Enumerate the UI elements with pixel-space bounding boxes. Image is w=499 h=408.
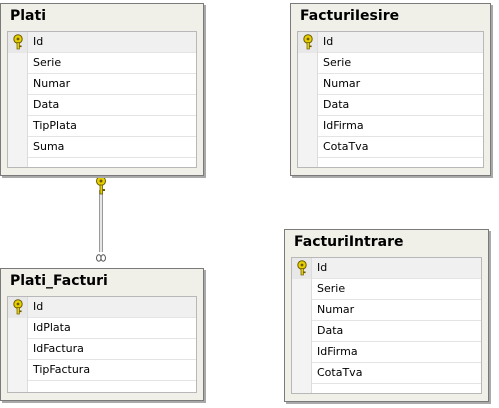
row-selector[interactable] [298, 95, 318, 116]
column-row-numar[interactable]: Numar [8, 74, 196, 95]
column-name: Serie [33, 56, 62, 69]
row-selector[interactable] [298, 53, 318, 74]
column-name: Data [317, 324, 344, 337]
column-row-id[interactable]: Id [298, 32, 483, 53]
row-selector[interactable] [8, 360, 28, 381]
column-row-tipplata[interactable]: TipPlata [8, 116, 196, 137]
column-name: Serie [323, 56, 352, 69]
table-title: Plati_Facturi [10, 273, 108, 289]
row-selector[interactable] [8, 116, 28, 137]
column-name: CotaTva [323, 140, 369, 153]
column-name: Suma [33, 140, 65, 153]
row-selector[interactable] [298, 32, 318, 53]
column-row-serie[interactable]: Serie [8, 53, 196, 74]
row-selector[interactable] [8, 137, 28, 158]
column-row-serie[interactable]: Serie [292, 279, 481, 300]
column-row-numar[interactable]: Numar [298, 74, 483, 95]
table-title: Plati [10, 8, 46, 24]
column-name: Id [33, 300, 44, 313]
column-name: CotaTva [317, 366, 363, 379]
primary-key-icon [301, 34, 315, 50]
primary-key-icon [295, 260, 309, 276]
row-selector[interactable] [292, 363, 312, 384]
many-end-infinity-icon [96, 254, 106, 262]
column-row-idfirma[interactable]: IdFirma [292, 342, 481, 363]
column-name: IdPlata [33, 321, 71, 334]
column-name: Numar [33, 77, 71, 90]
row-selector[interactable] [292, 321, 312, 342]
column-name: Id [317, 261, 328, 274]
column-name: Numar [317, 303, 355, 316]
row-selector[interactable] [292, 300, 312, 321]
row-selector[interactable] [292, 258, 312, 279]
column-name: IdFirma [317, 345, 358, 358]
column-row-id[interactable]: Id [8, 32, 196, 53]
primary-key-icon [11, 299, 25, 315]
table-title: FacturiIesire [300, 8, 400, 24]
column-row-cotatva[interactable]: CotaTva [292, 363, 481, 384]
row-selector[interactable] [292, 342, 312, 363]
column-row-tipfactura[interactable]: TipFactura [8, 360, 196, 381]
column-row-id[interactable]: Id [8, 297, 196, 318]
column-row-idfactura[interactable]: IdFactura [8, 339, 196, 360]
column-name: Data [33, 98, 60, 111]
column-row-cotatva[interactable]: CotaTva [298, 137, 483, 158]
row-selector[interactable] [8, 32, 28, 53]
column-row-idfirma[interactable]: IdFirma [298, 116, 483, 137]
column-row-data[interactable]: Data [298, 95, 483, 116]
column-name: IdFactura [33, 342, 84, 355]
column-name: Numar [323, 77, 361, 90]
column-name: IdFirma [323, 119, 364, 132]
row-selector[interactable] [8, 53, 28, 74]
column-row-idplata[interactable]: IdPlata [8, 318, 196, 339]
column-row-suma[interactable]: Suma [8, 137, 196, 158]
one-end-key-icon [96, 176, 106, 195]
row-selector[interactable] [298, 116, 318, 137]
row-selector[interactable] [298, 74, 318, 95]
column-row-id[interactable]: Id [292, 258, 481, 279]
row-selector[interactable] [8, 297, 28, 318]
column-row-numar[interactable]: Numar [292, 300, 481, 321]
table-title: FacturiIntrare [294, 234, 404, 250]
column-name: TipPlata [33, 119, 77, 132]
row-selector[interactable] [8, 74, 28, 95]
row-selector[interactable] [292, 279, 312, 300]
column-name: TipFactura [33, 363, 91, 376]
column-name: Id [323, 35, 334, 48]
column-name: Serie [317, 282, 346, 295]
column-name: Id [33, 35, 44, 48]
column-row-data[interactable]: Data [292, 321, 481, 342]
row-selector[interactable] [8, 339, 28, 360]
column-name: Data [323, 98, 350, 111]
column-row-data[interactable]: Data [8, 95, 196, 116]
row-selector[interactable] [8, 95, 28, 116]
row-selector[interactable] [298, 137, 318, 158]
column-row-serie[interactable]: Serie [298, 53, 483, 74]
primary-key-icon [11, 34, 25, 50]
row-selector[interactable] [8, 318, 28, 339]
